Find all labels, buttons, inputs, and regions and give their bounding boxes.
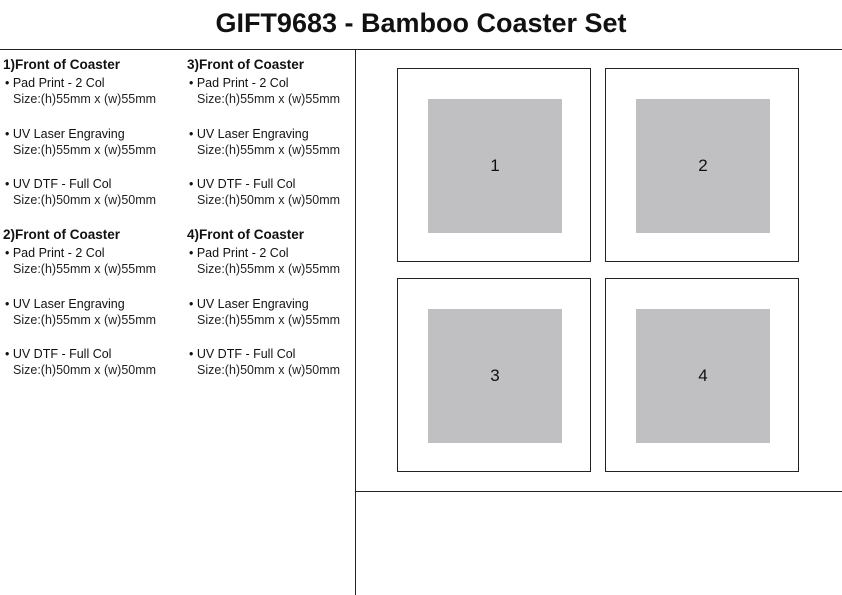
section-heading: 4)Front of Coaster xyxy=(187,227,305,242)
coaster-2: 2 xyxy=(605,68,799,262)
print-area: 2 xyxy=(636,99,770,233)
size-text: Size:(h)55mm x (w)55mm xyxy=(197,312,341,327)
size-text: Size:(h)55mm x (w)55mm xyxy=(13,92,157,106)
method-name: • UV DTF - Full Col xyxy=(5,177,112,191)
size-text: Size:(h)55mm x (w)55mm xyxy=(13,312,157,327)
method-name: • UV DTF - Full Col xyxy=(189,177,296,191)
section-heading: 3)Front of Coaster xyxy=(187,57,305,72)
method-name: • UV DTF - Full Col xyxy=(189,347,296,361)
print-area: 1 xyxy=(428,99,562,233)
divider xyxy=(355,491,842,492)
method-name: • UV Laser Engraving xyxy=(5,126,125,141)
method-name: • UV Laser Engraving xyxy=(189,296,309,311)
method-name: • Pad Print - 2 Col xyxy=(5,76,105,90)
coaster-3: 3 xyxy=(397,278,591,472)
section-heading: 2)Front of Coaster xyxy=(3,227,121,242)
method-name: • UV DTF - Full Col xyxy=(5,347,112,361)
coaster-1: 1 xyxy=(397,68,591,262)
page-title: GIFT9683 - Bamboo Coaster Set xyxy=(215,8,627,38)
section-heading: 1)Front of Coaster xyxy=(3,57,121,72)
size-text: Size:(h)50mm x (w)50mm xyxy=(13,363,157,377)
size-text: Size:(h)55mm x (w)55mm xyxy=(197,262,341,276)
size-text: Size:(h)55mm x (w)55mm xyxy=(13,262,157,276)
size-text: Size:(h)55mm x (w)55mm xyxy=(197,142,341,157)
divider xyxy=(0,49,842,50)
coaster-4: 4 xyxy=(605,278,799,472)
size-text: Size:(h)50mm x (w)50mm xyxy=(13,193,157,207)
size-text: Size:(h)50mm x (w)50mm xyxy=(197,363,341,377)
method-name: • UV Laser Engraving xyxy=(5,296,125,311)
size-text: Size:(h)55mm x (w)55mm xyxy=(197,92,341,106)
print-area: 4 xyxy=(636,309,770,443)
print-area: 3 xyxy=(428,309,562,443)
method-name: • Pad Print - 2 Col xyxy=(5,246,105,260)
size-text: Size:(h)50mm x (w)50mm xyxy=(197,193,341,207)
method-name: • Pad Print - 2 Col xyxy=(189,246,289,260)
size-text: Size:(h)55mm x (w)55mm xyxy=(13,142,157,157)
method-name: • Pad Print - 2 Col xyxy=(189,76,289,90)
divider xyxy=(355,49,356,595)
method-name: • UV Laser Engraving xyxy=(189,126,309,141)
